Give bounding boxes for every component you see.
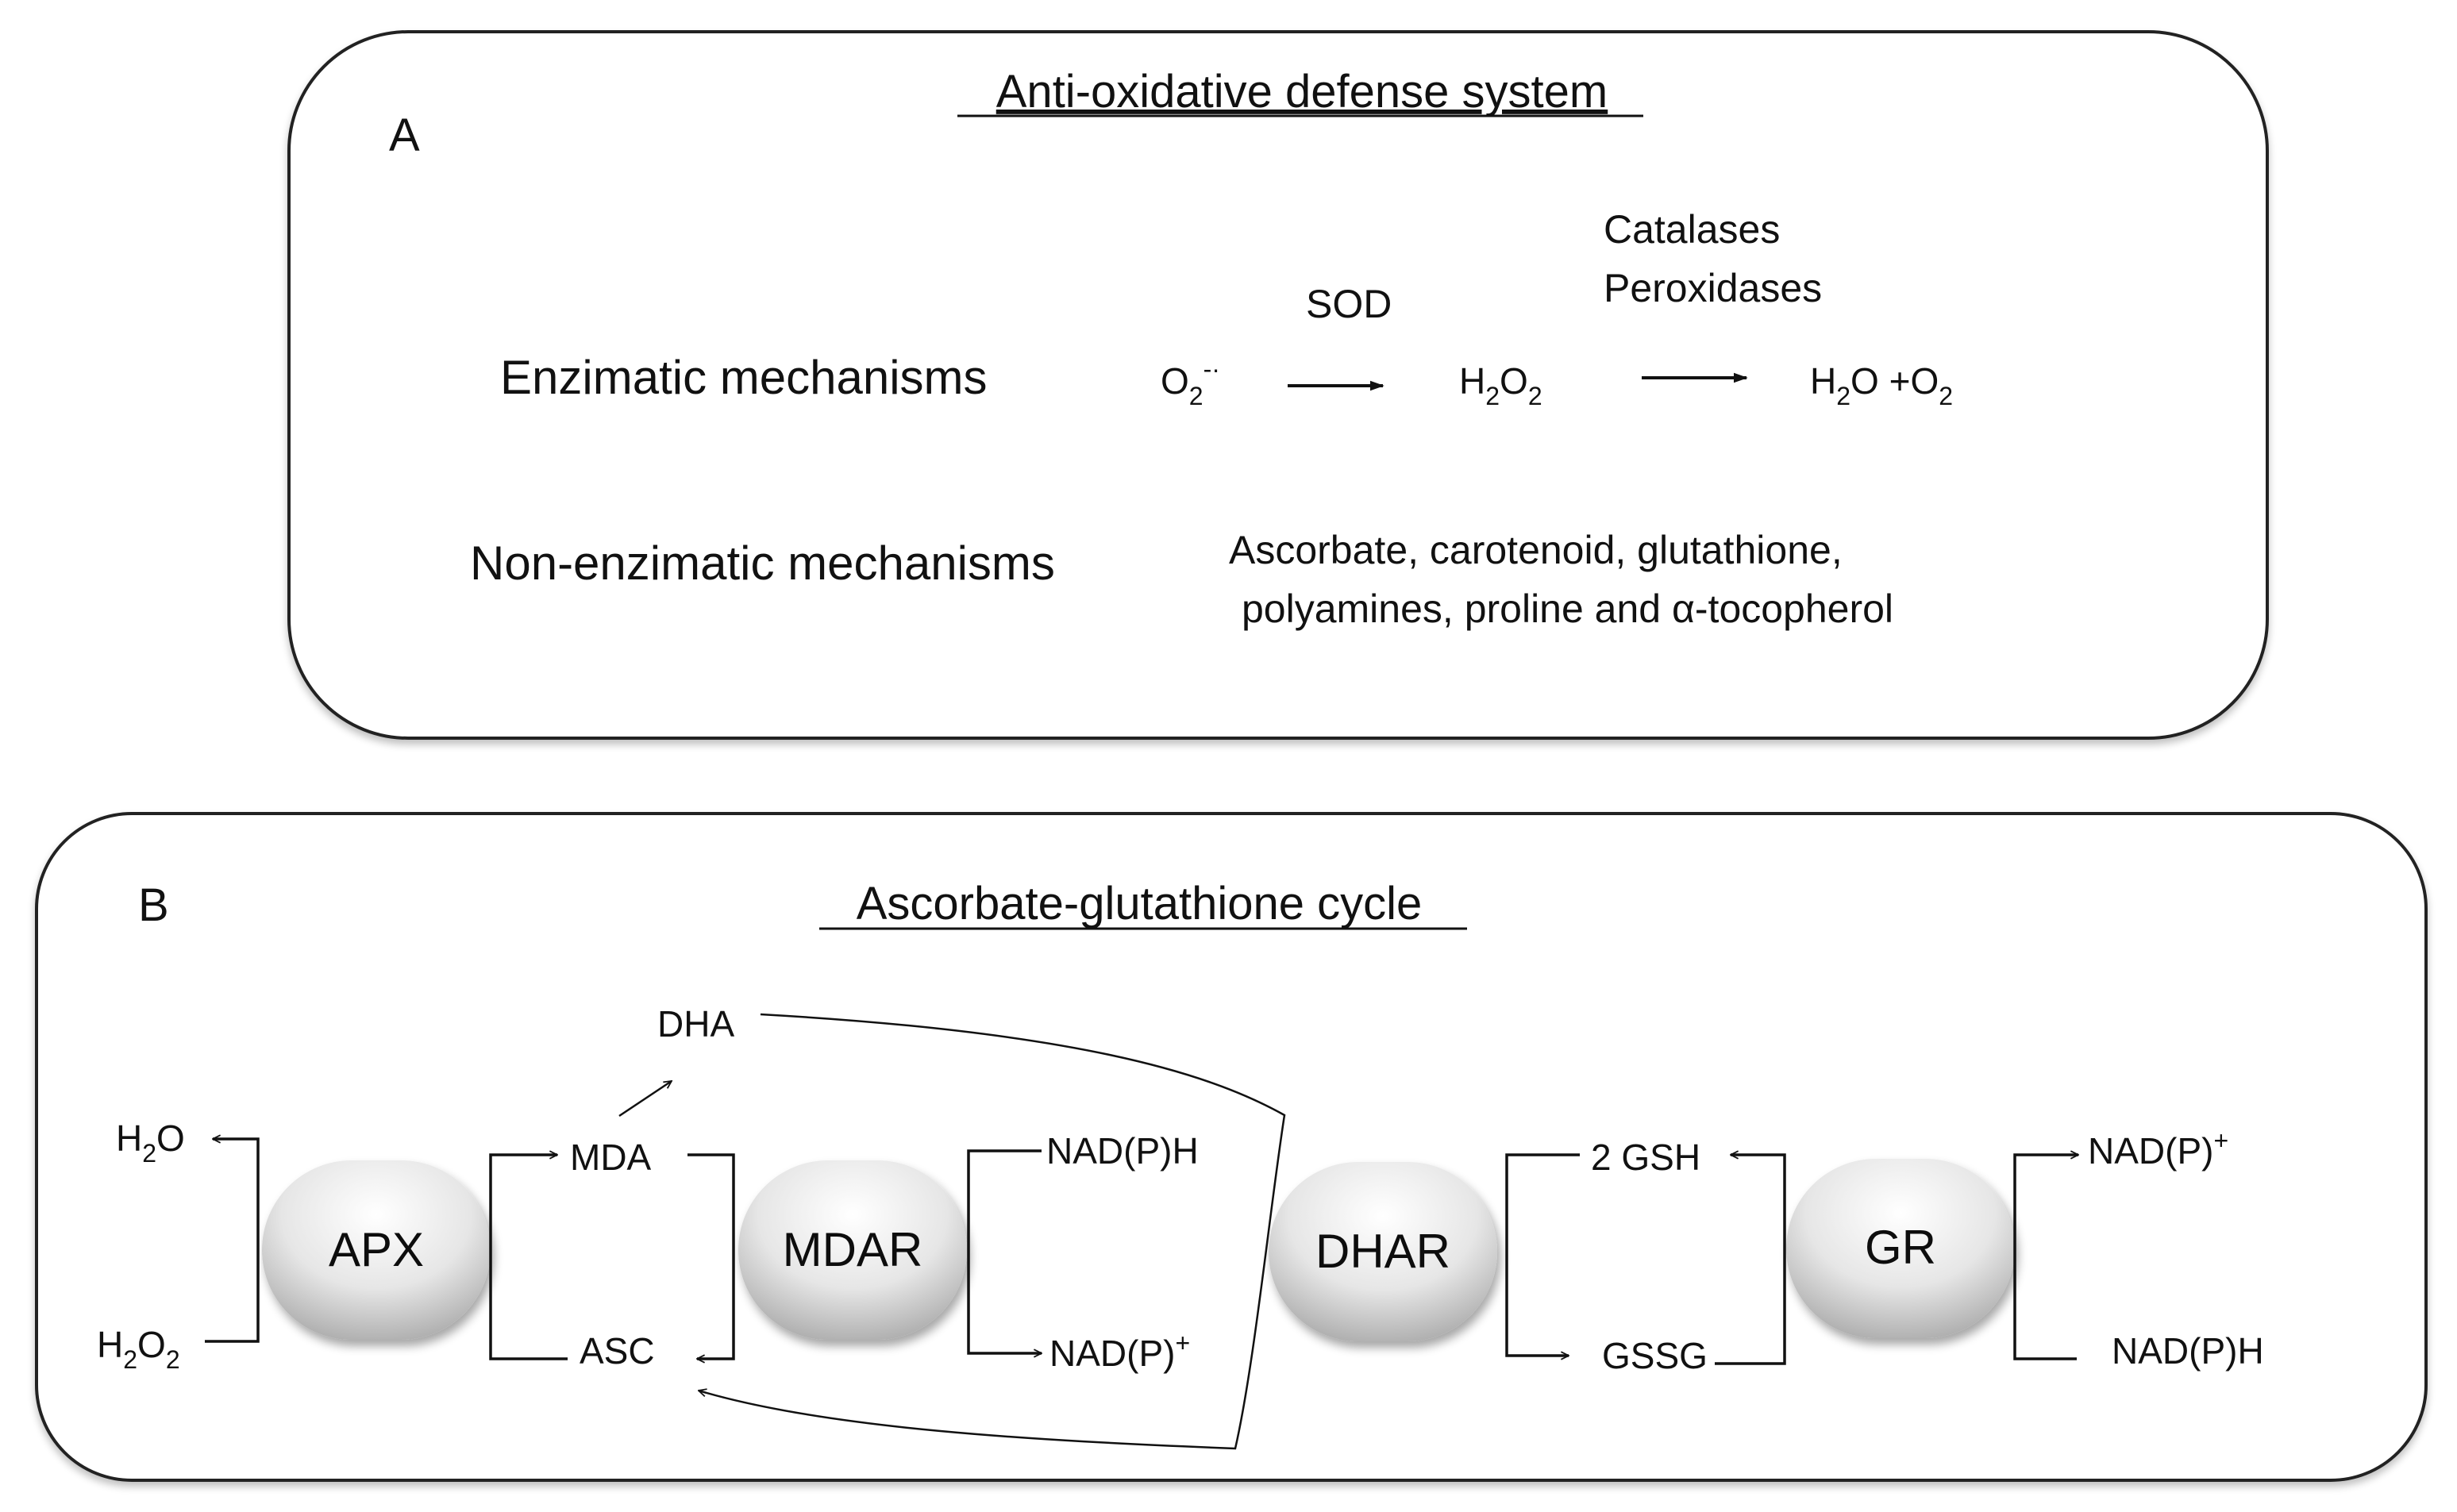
apx-label: APX <box>329 1223 424 1276</box>
water-label: H2O <box>116 1118 185 1168</box>
mdar-label: MDAR <box>783 1223 923 1276</box>
apx-enzyme: APX <box>262 1160 491 1340</box>
dhar-enzyme: DHAR <box>1269 1162 1497 1341</box>
sod-enzyme-label: SOD <box>1306 282 1392 326</box>
mdar-mda-asc-bracket <box>687 1153 735 1359</box>
apx-asc-mda-bracket <box>489 1155 568 1360</box>
h2o2-label: H2O2 <box>1459 360 1542 410</box>
nadph-right-label: NAD(P)H <box>2112 1330 2264 1372</box>
mdar-enzyme: MDAR <box>738 1160 967 1340</box>
catalases-label: Catalases <box>1604 207 1780 252</box>
panel-b-title: Ascorbate-glutathione cycle <box>857 878 1423 929</box>
non-enzymatic-mechanisms-label: Non-enzimatic mechanisms <box>470 537 1055 590</box>
gr-enzyme: GR <box>1786 1159 2015 1338</box>
panel-a-title: Anti-oxidative defense system <box>996 66 1608 117</box>
mdar-cofactor-bracket <box>967 1149 1042 1353</box>
nadph-left-label: NAD(P)H <box>1046 1130 1199 1172</box>
dha-label: DHA <box>657 1003 734 1045</box>
mda-to-dha-arrow <box>618 1081 672 1118</box>
non-enzymatic-list-line2: polyamines, proline and α-tocopherol <box>1242 587 1893 631</box>
panel-b-letter: B <box>138 879 169 931</box>
gssg-label: GSSG <box>1602 1335 1708 1376</box>
water-oxygen-products: H2O +O2 <box>1810 360 1953 410</box>
nadp-right-label: NAD(P)+ <box>2088 1126 2228 1172</box>
asc-label: ASC <box>580 1330 655 1372</box>
gr-cofactor-bracket <box>2013 1155 2078 1360</box>
gr-gssg-gsh-bracket <box>1715 1155 1786 1365</box>
mda-label: MDA <box>570 1137 652 1178</box>
dhar-gsh-gssg-bracket <box>1505 1153 1580 1356</box>
gsh-label: 2 GSH <box>1591 1137 1700 1178</box>
peroxidases-label: Peroxidases <box>1604 266 1822 310</box>
panel-a-frame <box>287 30 2269 740</box>
superoxide-label: O2-· <box>1161 355 1220 410</box>
gr-label: GR <box>1865 1221 1936 1274</box>
dhar-label: DHAR <box>1315 1225 1450 1278</box>
enzymatic-mechanisms-label: Enzimatic mechanisms <box>500 351 988 404</box>
hydrogen-peroxide-label: H2O2 <box>97 1324 180 1374</box>
non-enzymatic-list-line1: Ascorbate, carotenoid, glutathione, <box>1229 528 1843 572</box>
panel-a-letter: A <box>389 110 420 161</box>
nadp-left-label: NAD(P)+ <box>1049 1329 1190 1374</box>
dha-dhar-asc-loop <box>699 1013 1286 1450</box>
apx-bracket <box>205 1139 260 1343</box>
